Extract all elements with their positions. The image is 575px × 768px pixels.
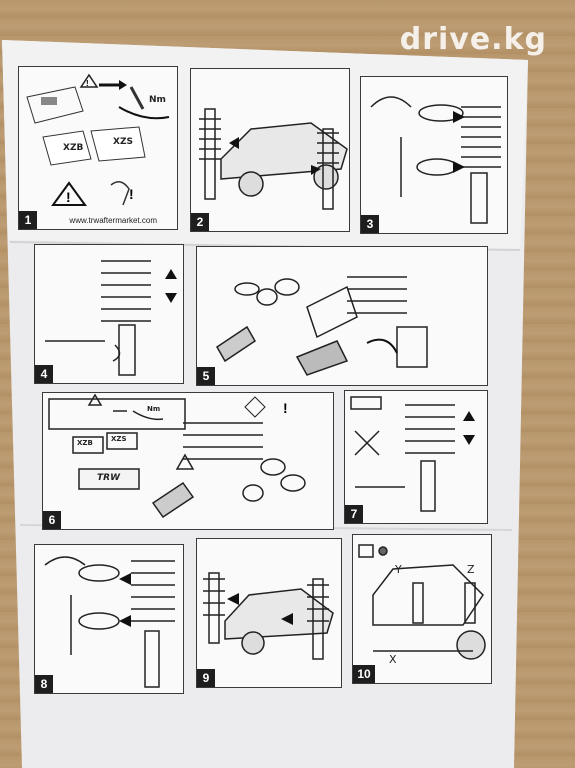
svg-text:!: ! [283, 400, 288, 416]
svg-text:!: ! [129, 186, 134, 202]
car-strut-install-illustration [203, 572, 334, 660]
step-number: 1 [19, 211, 37, 229]
step-panel-2: 2 [190, 68, 350, 232]
step-number: 4 [35, 365, 53, 383]
step-number: 7 [345, 505, 363, 523]
torque-label-small: Nm [147, 405, 161, 413]
step-number: 9 [197, 669, 215, 687]
warning-tools-illustration: ! ! ! [26, 73, 170, 206]
svg-text:!: ! [66, 189, 71, 205]
book-label-xzs: XZS [113, 137, 133, 147]
step-number: 5 [197, 367, 215, 385]
step-panel-4: 4 [34, 244, 184, 384]
axis-label-z: Z [467, 563, 475, 576]
step-number: 10 [353, 665, 375, 683]
step-number: 8 [35, 675, 53, 693]
step-number: 6 [43, 511, 61, 529]
book-label-xzb-small: XZB [77, 439, 93, 447]
step-panel-9: 9 [196, 538, 342, 688]
spring-compress-illustration [370, 96, 501, 224]
step-panel-10: X Y Z 10 [352, 534, 492, 684]
step-panel-7: 7 [344, 390, 488, 524]
axis-label-y: Y [395, 563, 402, 576]
step-panel-8: 8 [34, 544, 184, 694]
step-panel-5: 5 [196, 246, 488, 386]
book-label-xzs-small: XZS [111, 435, 127, 443]
strut-nut-illustration [45, 260, 177, 376]
wheel-alignment-illustration [358, 544, 486, 660]
svg-text:!: ! [86, 79, 89, 88]
watermark: drive.kg [399, 22, 547, 57]
car-strut-removal-illustration [199, 108, 348, 210]
step-panel-1: ! ! ! XZB XZS Nm www.trwaftermarket.com … [18, 66, 178, 230]
step-number: 3 [361, 215, 379, 233]
torque-label: Nm [149, 95, 166, 105]
brand-label: TRW [97, 473, 120, 483]
exploded-strut-illustration [216, 276, 428, 376]
spring-release-illustration [44, 556, 175, 688]
assembly-components-illustration: ! [48, 393, 306, 519]
book-label-xzb: XZB [63, 143, 84, 153]
step-number: 2 [191, 213, 209, 231]
step-panel-6: ! XZB XZS Nm TRW 6 [42, 392, 334, 530]
final-tighten-illustration [350, 396, 475, 512]
step-panel-3: 3 [360, 76, 508, 234]
axis-label-x: X [389, 653, 397, 666]
url-text: www.trwaftermarket.com [69, 216, 157, 225]
